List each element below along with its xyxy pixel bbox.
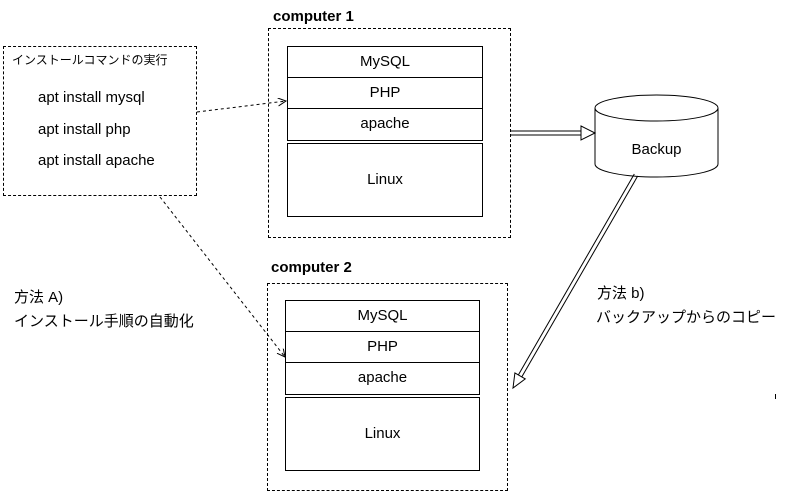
computer1-frame [268,28,511,238]
layer-apache: apache [357,369,408,386]
layer-apache: apache [360,115,410,132]
double-arrow-computer1-to-backup [511,125,597,141]
backup-cylinder-icon [594,94,719,178]
install-commands-box [3,46,197,196]
arrow-head [580,125,597,141]
arrow-shaft-left [517,173,635,376]
computer2-software-stack: MySQL PHP apache [285,300,480,395]
method-a-heading: 方法 A) [14,289,64,306]
computer2-frame [267,283,508,491]
layer-mysql: MySQL [288,47,482,78]
command-apache: apt install apache [38,152,155,169]
computer2-os-box: Linux [285,397,480,471]
computer1-title: computer 1 [273,8,354,25]
method-a-description: インストール手順の自動化 [14,313,194,330]
install-box-title: インストールコマンドの実行 [12,53,168,67]
command-php: apt install php [38,121,131,138]
os-label: Linux [367,171,403,188]
layer-php: PHP [288,78,482,109]
layer-mysql: MySQL [286,301,479,332]
computer1-os-box: Linux [287,143,483,217]
os-label: Linux [364,425,401,442]
arrow-head [512,372,527,390]
computer2-title: computer 2 [271,259,352,276]
double-arrow-backup-to-computer2 [512,173,639,390]
layer-php: PHP [286,332,479,363]
command-mysql: apt install mysql [38,89,145,106]
computer1-software-stack: MySQL PHP apache [287,46,483,141]
backup-label: Backup [631,141,682,158]
method-b-heading: 方法 b) [597,285,645,302]
method-b-description: バックアップからのコピー [596,309,777,326]
cylinder-top [594,94,719,122]
arrow-shaft-right [521,175,639,378]
